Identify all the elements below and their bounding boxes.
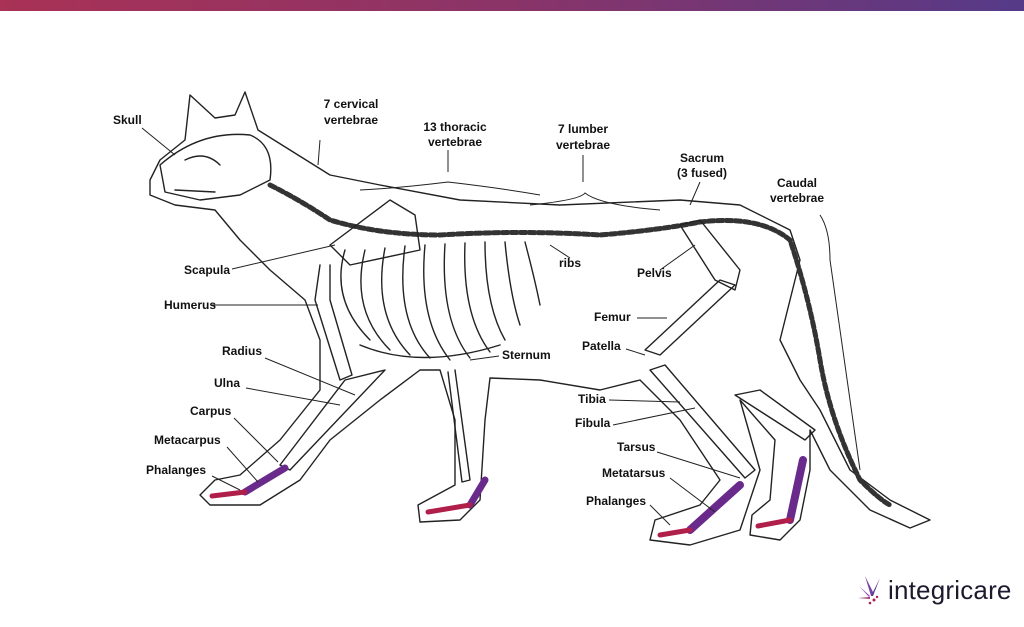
hind-paw-phalanges <box>657 527 693 538</box>
label-metacarpus: Metacarpus <box>154 433 221 447</box>
label-lumbar-line2: vertebrae <box>555 138 611 152</box>
label-lumbar-line1: 7 lumber <box>557 122 609 136</box>
skull-outline <box>159 133 272 201</box>
label-tarsus: Tarsus <box>617 440 656 454</box>
leaf-burst-icon <box>858 576 880 605</box>
humerus <box>314 264 353 381</box>
scapula <box>329 199 421 266</box>
label-skull: Skull <box>113 113 142 127</box>
label-scapula: Scapula <box>184 263 231 277</box>
label-caudal-line2: vertebrae <box>769 191 825 205</box>
front2-metacarpus-bone <box>466 476 489 509</box>
hind-metatarsus-bone <box>686 481 744 534</box>
hind2-metatarsus-bone <box>786 456 807 524</box>
label-ulna: Ulna <box>214 376 241 390</box>
label-thoracic-line1: 13 thoracic <box>423 120 487 134</box>
ribs <box>340 241 541 361</box>
radius-ulna <box>279 369 386 471</box>
label-phalanges-front: Phalanges <box>146 463 207 477</box>
label-metatarsus: Metatarsus <box>602 466 666 480</box>
label-cervical-line1: 7 cervical <box>323 97 379 111</box>
femur <box>644 279 736 356</box>
hind-leg-2 <box>734 389 816 441</box>
front-metacarpus-bone <box>241 464 289 496</box>
label-patella: Patella <box>582 339 621 353</box>
hind2-paw-phalanges <box>755 517 793 529</box>
label-radius: Radius <box>222 344 263 358</box>
spine <box>267 182 893 508</box>
label-carpus: Carpus <box>190 404 232 418</box>
cat-body-outline <box>149 91 931 546</box>
pelvis <box>679 219 741 291</box>
front2-paw-phalanges <box>425 502 473 515</box>
integricare-logo: integricare <box>858 574 1012 606</box>
label-sternum: Sternum <box>502 348 551 362</box>
label-cervical-line2: vertebrae <box>323 113 379 127</box>
front-leg-2 <box>447 369 471 483</box>
label-phalanges-hind: Phalanges <box>586 494 647 508</box>
label-femur: Femur <box>594 310 631 324</box>
label-pelvis: Pelvis <box>637 266 672 280</box>
tibia-fibula <box>649 364 756 479</box>
label-caudal-line1: Caudal <box>776 176 818 190</box>
front-paw-phalanges <box>209 489 248 499</box>
label-tibia: Tibia <box>578 392 606 406</box>
label-humerus: Humerus <box>164 298 217 312</box>
label-thoracic-line2: vertebrae <box>427 135 483 149</box>
label-sacrum-line2: (3 fused) <box>676 166 728 180</box>
label-fibula: Fibula <box>575 416 611 430</box>
label-sacrum-line1: Sacrum <box>679 151 725 165</box>
logo-wordmark: integricare <box>888 574 1012 605</box>
brand-gradient-bar <box>0 0 1024 11</box>
label-ribs: ribs <box>559 256 582 270</box>
